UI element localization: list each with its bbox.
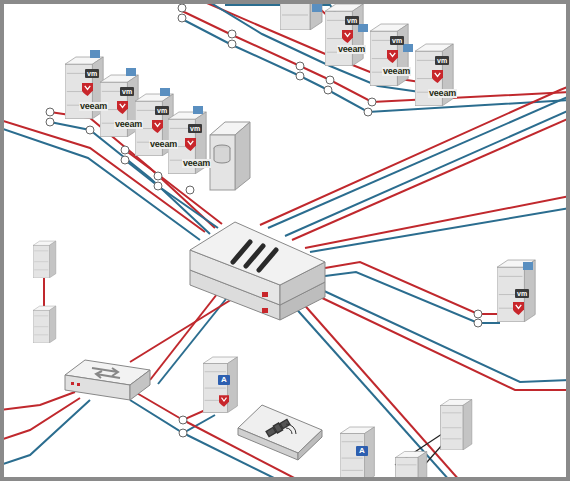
router-icon: [65, 360, 150, 400]
brand-label: veeam: [382, 67, 411, 76]
badge-label: vm: [390, 36, 404, 45]
brand-label: veeam: [114, 120, 143, 129]
brand-label: veeam: [79, 102, 108, 111]
badge-label: vm: [515, 289, 529, 298]
brand-label: veeam: [337, 45, 366, 54]
brand-label: veeam: [428, 89, 457, 98]
badge-label: vm: [435, 56, 449, 65]
brand-label: veeam: [149, 140, 178, 149]
badge-label: vm: [345, 16, 359, 25]
badge-label: vm: [120, 87, 134, 96]
brand-label: veeam: [182, 159, 211, 168]
badge-label: vm: [85, 69, 99, 78]
database-icon: [210, 122, 250, 190]
satellite-device: [238, 405, 322, 460]
core-switch: [190, 222, 325, 320]
app-badge: A: [356, 446, 368, 456]
badge-label: vm: [155, 106, 169, 115]
app-badge: A: [218, 375, 230, 385]
badge-label: vm: [188, 124, 202, 133]
